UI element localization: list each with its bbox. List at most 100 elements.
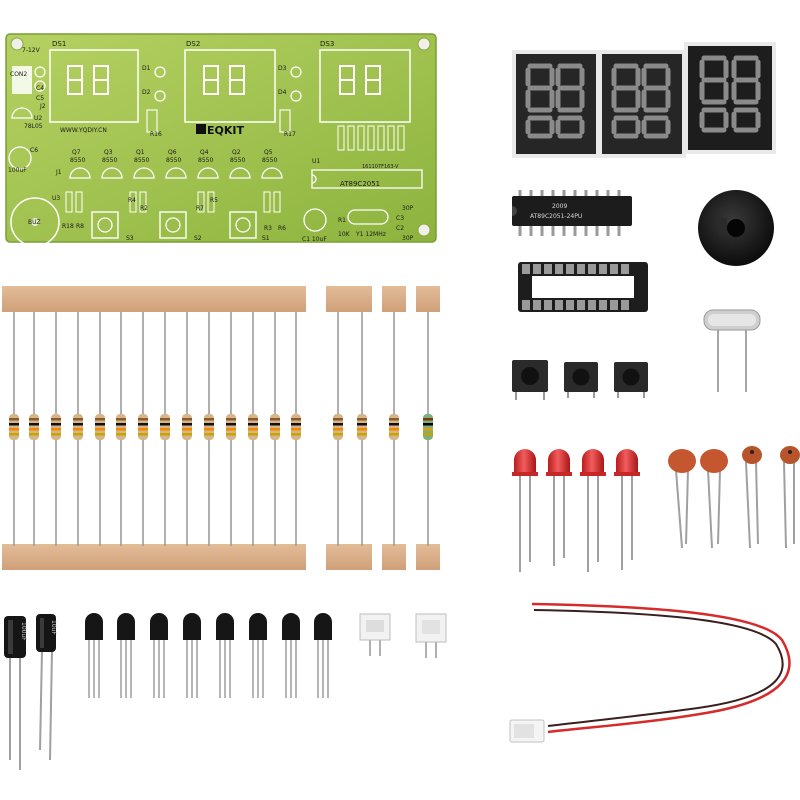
transistor-labels: Q7 Q3 Q1 Q6 Q4 Q2 Q5 8550 8550 8550 8550… <box>70 149 277 164</box>
transistor <box>117 613 135 698</box>
transistor <box>183 613 201 698</box>
svg-text:R3: R3 <box>264 225 272 232</box>
ds3-label: DS3 <box>320 40 334 48</box>
svg-text:R7: R7 <box>196 205 204 212</box>
resistor <box>160 312 170 546</box>
svg-text:R2: R2 <box>140 205 148 212</box>
svg-text:C1 10uF: C1 10uF <box>302 236 327 243</box>
ceramic-cap-2 <box>700 449 728 549</box>
connector-2pin-2 <box>415 613 447 658</box>
svg-text:D1: D1 <box>142 65 151 72</box>
url-label: WWW.YQDIY.CN <box>60 127 107 134</box>
pcb-display-outlines <box>49 49 411 123</box>
svg-text:Q7: Q7 <box>72 149 81 156</box>
svg-text:8550: 8550 <box>70 157 85 164</box>
svg-text:D3: D3 <box>278 65 287 72</box>
ic-year-label: 2009 <box>552 203 567 210</box>
red-led-2 <box>546 449 572 566</box>
svg-text:Q2: Q2 <box>232 149 241 156</box>
ic-socket <box>518 262 648 312</box>
transistor <box>150 613 168 698</box>
transistor <box>282 613 300 698</box>
red-led-1 <box>512 449 538 572</box>
pcb-misc-labels: R16 R17 R4 R2 R7 R5 R3 R6 R18 R8 D1 D2 D… <box>30 65 296 232</box>
ds1-label: DS1 <box>52 40 66 48</box>
con2-label: CON2 <box>10 71 27 78</box>
svg-text:U1: U1 <box>312 158 320 165</box>
svg-text:EQKIT: EQKIT <box>207 124 244 137</box>
power-label: 7-12V <box>22 47 41 54</box>
svg-text:U3: U3 <box>52 195 60 202</box>
transistor <box>314 613 332 698</box>
j2-label: J2 <box>39 103 46 110</box>
mcu-label: AT89C2051 <box>340 180 380 188</box>
electrolytic-capacitors: 100uF 10uF <box>4 614 57 770</box>
svg-text:R1: R1 <box>338 217 346 224</box>
red-leds <box>512 449 640 572</box>
pcb-small-resistors <box>65 191 281 213</box>
svg-text:8550: 8550 <box>262 157 277 164</box>
svg-text:S2: S2 <box>194 235 202 242</box>
svg-text:Q5: Q5 <box>264 149 273 156</box>
resistor <box>226 312 236 546</box>
resistor <box>51 312 61 546</box>
resistor-tape-strip <box>2 286 440 570</box>
svg-text:D4: D4 <box>278 89 287 96</box>
crystal-oscillator <box>703 309 761 392</box>
svg-text:C4: C4 <box>36 85 44 92</box>
resistor <box>389 312 399 546</box>
svg-text:U2: U2 <box>34 115 42 122</box>
svg-text:Y1 12MHz: Y1 12MHz <box>355 231 386 238</box>
svg-text:8550: 8550 <box>102 157 117 164</box>
resistor <box>423 312 433 546</box>
electrolytic-cap-10uf: 10uF <box>36 614 57 761</box>
svg-text:8550: 8550 <box>166 157 181 164</box>
svg-text:Q3: Q3 <box>104 149 113 156</box>
svg-text:8550: 8550 <box>198 157 213 164</box>
resistor <box>291 312 301 546</box>
j1-label: J1 <box>55 169 62 176</box>
pcb-transistor-row <box>69 167 283 179</box>
tactile-button-1 <box>512 360 548 400</box>
resistor <box>116 312 126 546</box>
connector-2pin-1 <box>359 613 391 656</box>
pin-header-connectors <box>359 613 447 658</box>
svg-text:8550: 8550 <box>230 157 245 164</box>
svg-text:D2: D2 <box>142 89 151 96</box>
ceramic-cap-1 <box>668 449 696 549</box>
resistor <box>357 312 367 546</box>
ceramic-cap-4 <box>780 446 800 549</box>
electrolytic-cap-100uf: 100uF <box>4 616 27 770</box>
svg-text:S3: S3 <box>126 235 134 242</box>
red-led-3 <box>580 449 606 572</box>
pcb-buttons: S3 S2 S1 <box>91 211 270 242</box>
svg-text:Q4: Q4 <box>200 149 209 156</box>
red-led-4 <box>614 449 640 570</box>
ds2-label: DS2 <box>186 40 200 48</box>
resistor <box>204 312 214 546</box>
regulator-label: 78L05 <box>24 123 43 130</box>
svg-text:R5: R5 <box>210 197 218 204</box>
ceramic-cap-3 <box>742 446 762 549</box>
pcb-crystal-area: C1 10uF 10K Y1 12MHz 30P 30P C3 C2 R1 <box>302 205 414 243</box>
svg-text:C3: C3 <box>396 215 404 222</box>
transistor <box>249 613 267 698</box>
mcu-chip: 2009 AT89C2051-24PU <box>512 190 632 236</box>
tactile-button-2 <box>564 362 598 398</box>
power-cable <box>509 602 791 743</box>
svg-text:C2: C2 <box>396 225 404 232</box>
pcb-left-area <box>8 66 60 247</box>
svg-text:R8: R8 <box>76 223 84 230</box>
svg-text:R16: R16 <box>150 131 162 138</box>
svg-text:C5: C5 <box>36 95 44 102</box>
display-1 <box>512 50 600 158</box>
transistor <box>216 613 234 698</box>
resistor <box>248 312 258 546</box>
svg-text:Q1: Q1 <box>136 149 145 156</box>
svg-text:C6: C6 <box>30 147 38 154</box>
transistors <box>85 613 332 698</box>
cap-10uf-text: 10uF <box>50 620 57 635</box>
resistor <box>138 312 148 546</box>
cap-100uf-label: 100uF <box>8 167 27 174</box>
svg-text:R4: R4 <box>128 197 136 204</box>
